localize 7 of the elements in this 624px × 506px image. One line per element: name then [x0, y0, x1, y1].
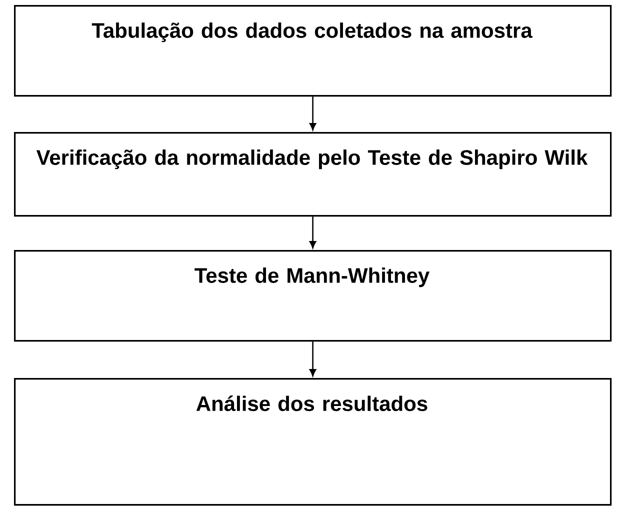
arrow — [309, 96, 316, 130]
arrow — [309, 342, 316, 376]
process-box: Análise dos resultados — [14, 378, 612, 506]
process-box: Verificação da normalidade pelo Teste de Shapiro Wilk — [14, 132, 612, 217]
process-box: Teste de Mann-Whitney — [14, 250, 612, 342]
arrow — [309, 216, 316, 248]
process-box: Tabulação dos dados coletados na amostra — [14, 5, 612, 97]
